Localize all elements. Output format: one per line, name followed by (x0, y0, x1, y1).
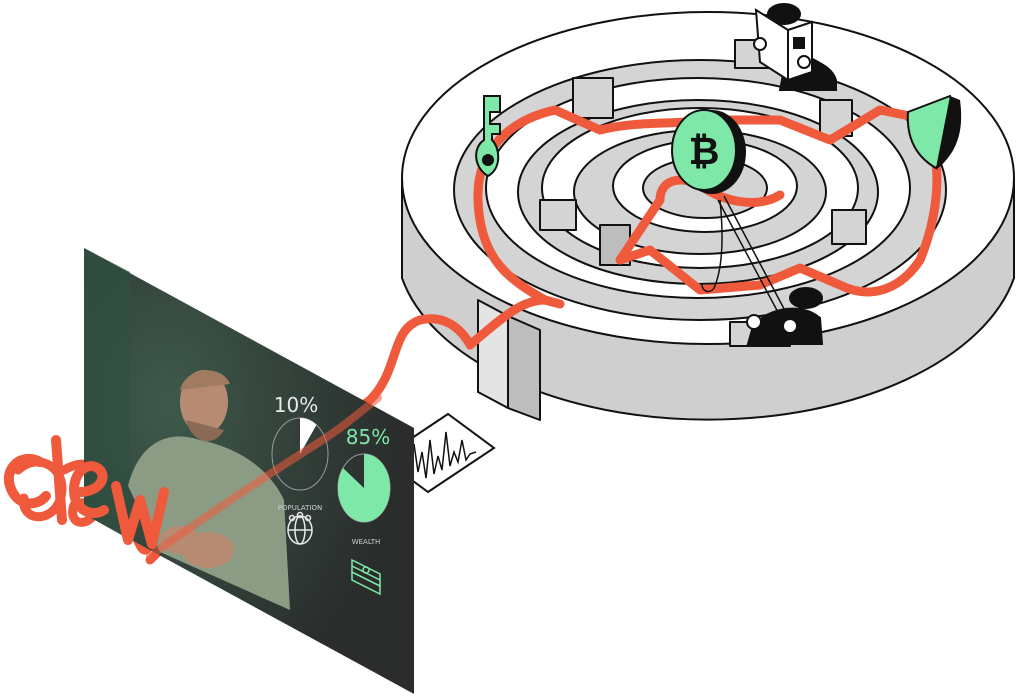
wealth-label: WEALTH (352, 538, 381, 546)
clew-logo (3, 435, 169, 549)
population-stat: 10% POPULATION (271, 393, 329, 545)
wealth-percent: 85% (346, 425, 390, 449)
wealth-pie-slice (337, 454, 390, 523)
cash-stack-icon (351, 558, 381, 596)
presenter (128, 370, 290, 610)
population-percent: 10% (274, 393, 318, 417)
spy-reading-icon (753, 3, 837, 91)
fishing-hook-icon (701, 199, 723, 293)
clew-path-front (146, 394, 382, 560)
bitcoin-icon: ₿ (671, 109, 746, 194)
globe-people-icon (287, 511, 313, 545)
wealth-stat: 85% WEALTH (337, 425, 391, 596)
shield-icon (906, 94, 962, 170)
population-label: POPULATION (278, 504, 322, 512)
key-icon (475, 95, 501, 178)
spy-fishing-icon (701, 195, 824, 345)
video-panel[interactable]: 10% POPULATION 85% WEALTH (84, 248, 414, 694)
bitcoin-symbol: ₿ (689, 129, 720, 173)
population-pie-slice (300, 418, 317, 454)
maze (401, 11, 1015, 421)
